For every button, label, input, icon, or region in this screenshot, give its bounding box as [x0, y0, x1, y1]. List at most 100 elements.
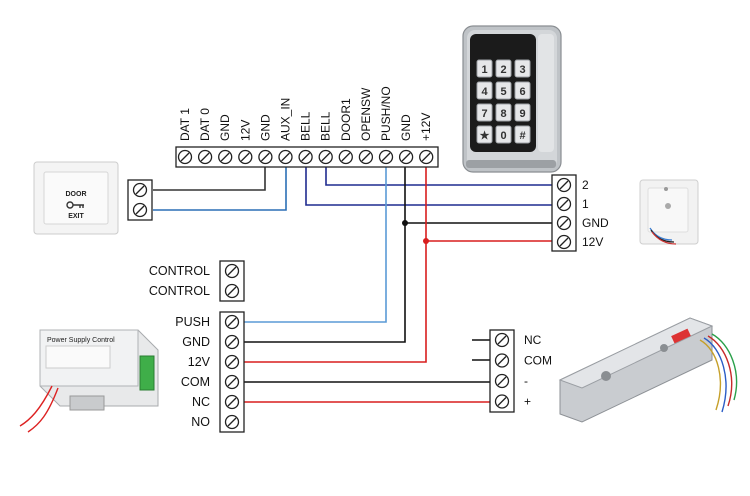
keypad-key-label: ★	[480, 130, 490, 142]
psu-device-title: Power Supply Control	[47, 337, 115, 344]
controller-terminal-screw	[378, 149, 394, 165]
exit-button-device: DOOR EXIT	[33, 161, 119, 235]
key-icon	[66, 201, 84, 209]
controller-terminal-screw	[177, 149, 193, 165]
psu-terminal-screw	[224, 354, 240, 370]
keypad-key: 1	[476, 59, 493, 78]
psu-terminal-label: COM	[181, 375, 210, 389]
keypad-key-label: 0	[500, 130, 506, 142]
exit-terminal-screw	[132, 182, 148, 198]
electric-lock-device	[558, 317, 738, 423]
keypad-key-label: #	[519, 130, 525, 142]
wire-exit-gnd	[153, 166, 266, 191]
controller-terminal-screw	[318, 149, 333, 165]
keypad-key-label: 6	[519, 86, 525, 98]
junction-gnd	[402, 220, 408, 226]
controller-terminal-screw	[238, 149, 253, 165]
keypad-key: 4	[476, 81, 493, 100]
wire-push	[244, 166, 387, 323]
exit-button-line2: EXIT	[68, 213, 84, 220]
lock-terminal-screw	[494, 353, 510, 368]
bell-terminal-label: 12V	[582, 235, 603, 249]
bell-terminal-label: 2	[582, 178, 589, 192]
controller-terminal-label: GND	[258, 114, 272, 141]
psu-terminal-label: NC	[192, 395, 210, 409]
psu-terminal-label: GND	[182, 335, 210, 349]
controller-terminal-label: BELL	[319, 111, 333, 141]
lock-terminal-block: NC COM - +	[489, 329, 552, 413]
keypad-key-label: 5	[500, 86, 506, 98]
exit-terminal-block	[127, 179, 153, 221]
wire-gnd	[244, 166, 406, 343]
psu-terminal-screw	[224, 394, 240, 410]
control-terminal-screw	[224, 283, 240, 299]
bell-terminal-screw	[556, 177, 572, 193]
psu-terminal-screw	[224, 414, 240, 430]
keypad-key: 2	[495, 59, 512, 78]
keypad-key: 0	[495, 125, 512, 144]
bell-terminal-screw	[556, 196, 572, 212]
bell-terminal-label: GND	[582, 216, 609, 230]
keypad-key-label: 3	[519, 64, 525, 76]
control-terminal-label: CONTROL	[149, 284, 210, 298]
wire-12v	[244, 166, 427, 363]
keypad-key-label: 2	[500, 64, 506, 76]
controller-terminal-label: DAT 0	[198, 108, 212, 141]
exit-terminal-screw	[132, 202, 148, 218]
keypad-key-label: 8	[500, 108, 506, 120]
controller-terminal-label: DOOR1	[339, 98, 353, 141]
junction-12v	[423, 238, 429, 244]
wire-bell-1	[305, 166, 553, 206]
lock-terminal-screw	[494, 373, 510, 389]
keypad-key: ★	[476, 125, 493, 144]
lock-terminal-screw	[494, 332, 510, 348]
control-terminal-block: CONTROL CONTROL	[149, 260, 245, 302]
psu-terminal-screw	[224, 314, 240, 330]
lock-terminal-label: NC	[524, 333, 542, 347]
controller-terminal-screw	[197, 149, 213, 165]
control-terminal-label: CONTROL	[149, 264, 210, 278]
controller-terminal-screw	[258, 149, 273, 165]
controller-terminal-label: BELL	[299, 111, 313, 141]
lock-terminal-label: +	[524, 395, 531, 409]
power-supply-device: Power Supply Control	[19, 329, 159, 433]
keypad-key: 7	[476, 103, 493, 122]
lock-terminal-label: -	[524, 374, 528, 388]
psu-terminal-label: 12V	[188, 355, 211, 369]
keypad-key-label: 1	[481, 64, 487, 76]
controller-terminal-screw	[338, 149, 353, 165]
controller-terminal-label: GND	[218, 114, 232, 141]
controller-terminal-screw	[358, 149, 374, 165]
keypad-key: #	[514, 125, 531, 144]
bell-terminal-label: 1	[582, 197, 589, 211]
keypad-key-label: 7	[481, 108, 487, 120]
controller-terminal-label: +12V	[419, 113, 433, 141]
keypad-key: 5	[495, 81, 512, 100]
controller-terminal-screw	[398, 149, 414, 165]
wire-bell-2	[325, 166, 553, 186]
bell-terminal-screw	[556, 215, 572, 231]
psu-terminal-label: NO	[191, 415, 210, 429]
psu-terminal-screw	[224, 374, 240, 390]
bell-terminal-screw	[556, 234, 572, 250]
exit-button-line1: DOOR	[66, 191, 87, 198]
controller-terminal-screw	[419, 149, 434, 165]
controller-terminal-label: AUX_IN	[279, 98, 293, 141]
psu-terminal-label: PUSH	[175, 315, 210, 329]
controller-terminal-screw	[278, 149, 293, 165]
controller-terminal-label: PUSH/NO	[379, 86, 393, 141]
controller-terminal-screw	[218, 149, 233, 165]
keypad-key-label: 9	[519, 108, 525, 120]
psu-terminal-block: PUSH GND 12V COM NC NO	[175, 311, 245, 433]
keypad-key: 8	[495, 103, 512, 122]
keypad-key: 6	[514, 81, 531, 100]
keypad-key: 3	[514, 59, 531, 78]
lock-terminal-label: COM	[524, 354, 552, 368]
controller-terminal-label: GND	[399, 114, 413, 141]
controller-terminal-label: DAT 1	[178, 108, 192, 141]
controller-terminal-label: OPENSW	[359, 87, 373, 141]
